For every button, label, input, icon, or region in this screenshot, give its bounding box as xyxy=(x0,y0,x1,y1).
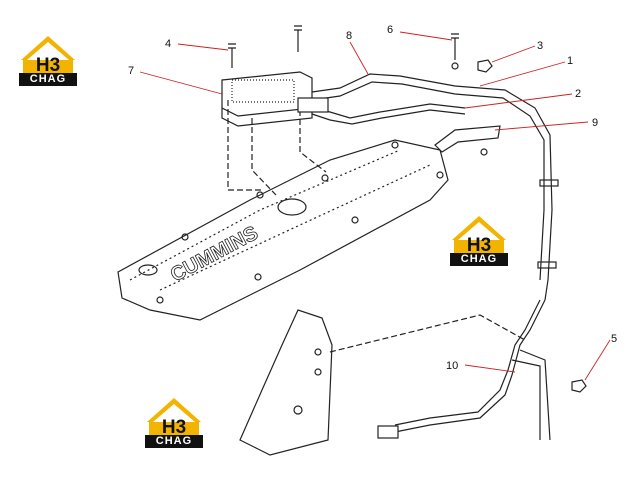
logo-top-text: H3 xyxy=(466,235,492,256)
logo-bottom-text: CHAG xyxy=(145,435,203,448)
callout-10: 10 xyxy=(446,360,459,372)
logo-top-text: H3 xyxy=(161,417,187,438)
callout-4: 4 xyxy=(165,38,172,50)
logo-top-text: H3 xyxy=(35,55,61,76)
callout-9: 9 xyxy=(592,117,599,129)
watermark-logo: H3 CHAG xyxy=(448,210,510,272)
breather-tube xyxy=(311,73,553,301)
lower-bracket xyxy=(239,309,333,456)
watermark-logo: H3 CHAG xyxy=(17,30,79,92)
logo-bottom-text: CHAG xyxy=(19,73,77,86)
watermark-logo: H3 CHAG xyxy=(143,392,205,454)
callout-3: 3 xyxy=(537,40,544,52)
valve-cover xyxy=(117,139,449,321)
callout-5: 5 xyxy=(611,333,618,345)
drain-tube xyxy=(394,299,546,433)
callout-7: 7 xyxy=(128,65,135,77)
cover-port xyxy=(138,264,158,276)
callout-2: 2 xyxy=(575,88,582,100)
callout-6: 6 xyxy=(387,24,394,36)
callout-1: 1 xyxy=(567,55,574,67)
callout-8: 8 xyxy=(346,30,353,42)
mounting-bracket xyxy=(434,125,501,153)
oil-fill-cap xyxy=(277,198,307,216)
logo-bottom-text: CHAG xyxy=(450,253,508,266)
